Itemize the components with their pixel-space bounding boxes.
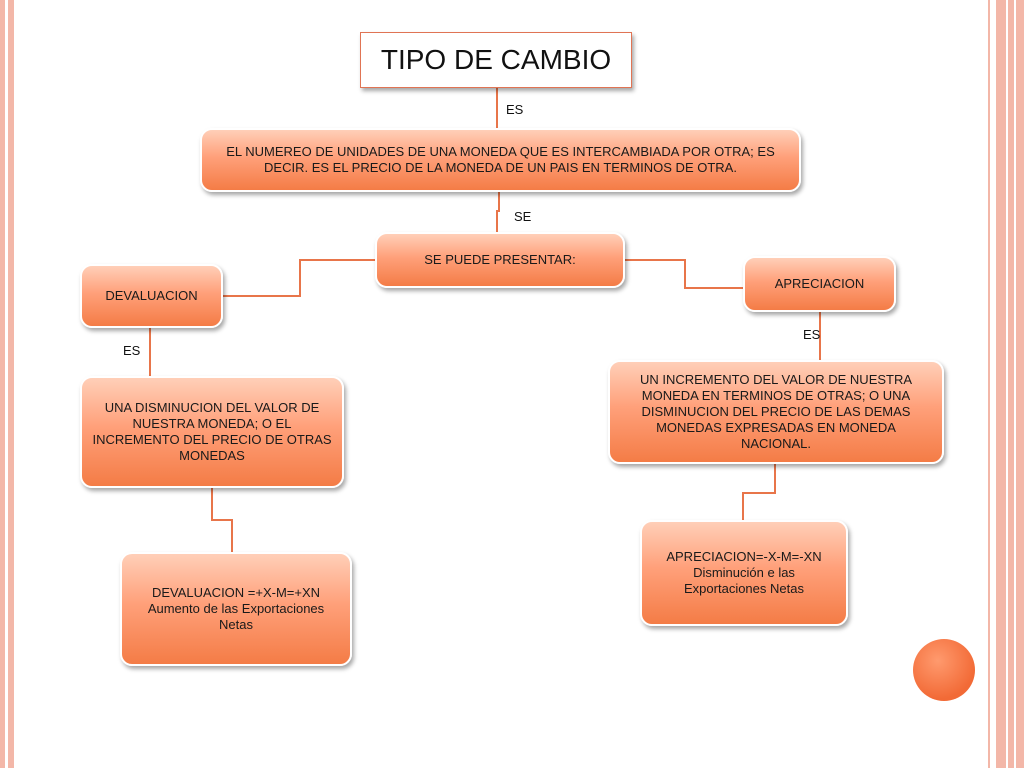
label-appreciation-es: ES (803, 327, 821, 342)
label-definition-present: SE (514, 209, 532, 224)
node-appreciation-effect: APRECIACION=-X-M=-XN Disminución e las E… (640, 520, 848, 626)
right-frame-stripes (980, 0, 1024, 768)
node-appreciation-definition: UN INCREMENTO DEL VALOR DE NUESTRA MONED… (608, 360, 944, 464)
connector-present-appreciation (624, 259, 745, 289)
connector-appdef-effect (742, 464, 776, 521)
node-can-present: SE PUEDE PRESENTAR: (375, 232, 625, 288)
decorative-circle (913, 639, 975, 701)
node-appreciation: APRECIACION (743, 256, 896, 312)
connector-devdef-effect (211, 488, 233, 553)
node-devaluation-definition: UNA DISMINUCION DEL VALOR DE NUESTRA MON… (80, 376, 344, 488)
diagram-title: TIPO DE CAMBIO (360, 32, 632, 88)
connector-definition-present (496, 192, 500, 233)
connector-present-devaluation (222, 259, 376, 297)
node-devaluation-effect: DEVALUACION =+X-M=+XN Aumento de las Exp… (120, 552, 352, 666)
node-definition: EL NUMEREO DE UNIDADES DE UNA MONEDA QUE… (200, 128, 801, 192)
node-devaluation: DEVALUACION (80, 264, 223, 328)
left-frame-stripes (0, 0, 14, 768)
label-title-definition: ES (506, 102, 524, 117)
label-devaluation-es: ES (123, 343, 141, 358)
